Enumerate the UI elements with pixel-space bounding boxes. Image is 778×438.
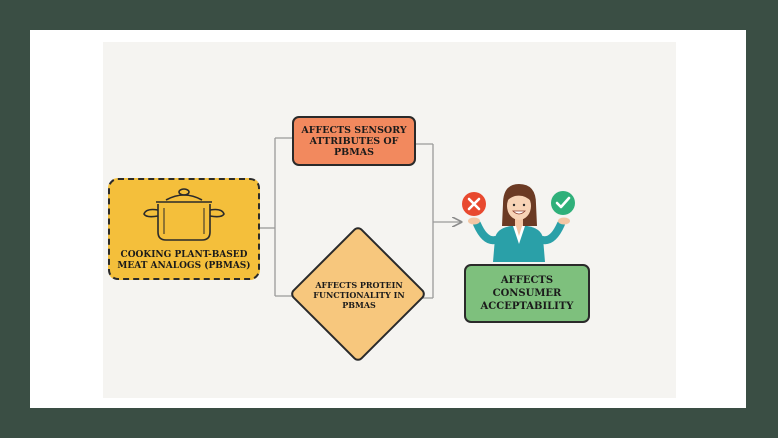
consumer-node-label: AFFECTS CONSUMER ACCEPTABILITY — [480, 275, 574, 312]
reject-x-icon — [462, 192, 486, 216]
diagram-canvas: COOKING PLANT-BASED MEAT ANALOGS (PBMAS)… — [103, 42, 676, 398]
cooking-pot-icon — [143, 188, 225, 241]
accept-check-icon — [551, 191, 575, 215]
cooking-pbmas-node: COOKING PLANT-BASED MEAT ANALOGS (PBMAS) — [108, 178, 260, 280]
consumer-acceptability-node: AFFECTS CONSUMER ACCEPTABILITY — [464, 264, 590, 323]
outer-frame: COOKING PLANT-BASED MEAT ANALOGS (PBMAS)… — [30, 30, 746, 408]
cooking-node-label: COOKING PLANT-BASED MEAT ANALOGS (PBMAS) — [117, 250, 251, 271]
sensory-node-label: AFFECTS SENSORY ATTRIBUTES OF PBMAS — [301, 124, 407, 158]
sensory-attributes-node: AFFECTS SENSORY ATTRIBUTES OF PBMAS — [292, 116, 416, 166]
protein-node-label: AFFECTS PROTEIN FUNCTIONALITY IN PBMAS — [313, 280, 405, 310]
connector-lines — [260, 137, 676, 299]
protein-node-label-wrap: AFFECTS PROTEIN FUNCTIONALITY IN PBMAS — [304, 268, 414, 322]
consumer-deciding-icon — [462, 184, 575, 262]
